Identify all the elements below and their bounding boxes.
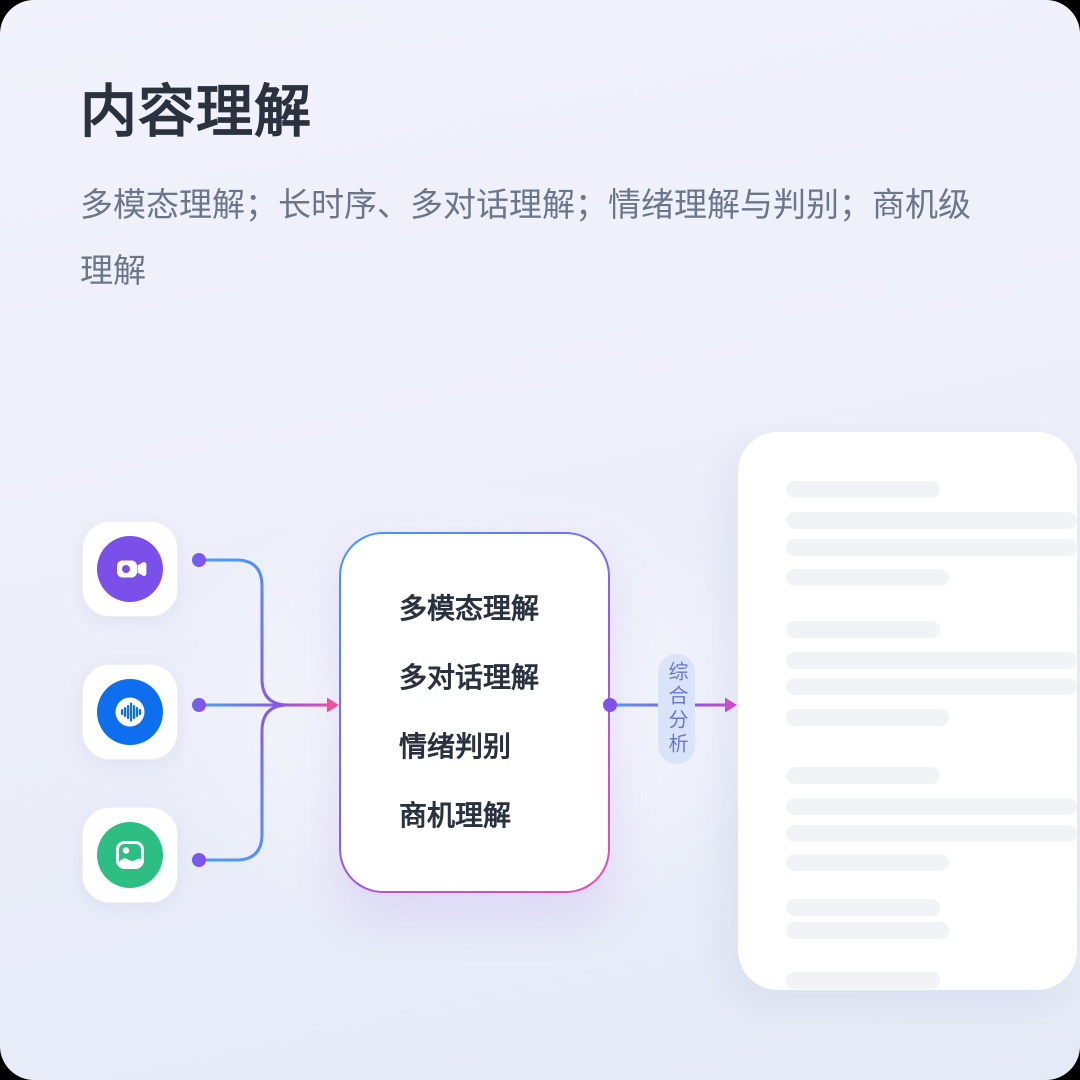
arrowhead-into-document bbox=[725, 697, 737, 713]
skeleton-line bbox=[786, 512, 1077, 529]
skeleton-line bbox=[786, 922, 949, 939]
analysis-pill-label: 综合分析 bbox=[665, 661, 687, 757]
page-title: 内容理解 bbox=[80, 80, 312, 144]
understanding-box-body: 多模态理解 多对话理解 情绪判别 商机理解 bbox=[341, 534, 608, 891]
image-photo-icon bbox=[97, 822, 163, 888]
source-card-image bbox=[82, 807, 178, 903]
skeleton-line bbox=[786, 539, 1077, 556]
box-item-multidialog: 多对话理解 bbox=[399, 662, 540, 693]
arrowhead-into-box bbox=[327, 697, 339, 713]
box-item-emotion: 情绪判别 bbox=[399, 731, 512, 762]
skeleton-line bbox=[786, 767, 940, 784]
node-dot-video bbox=[192, 553, 206, 567]
audio-waveform-icon bbox=[97, 679, 163, 745]
page-subtitle: 多模态理解；长时序、多对话理解；情绪理解与判别；商机级理解 bbox=[80, 186, 971, 289]
skeleton-line bbox=[786, 709, 949, 726]
video-camera-icon bbox=[97, 536, 163, 602]
skeleton-line bbox=[786, 825, 1077, 842]
box-item-multimodal: 多模态理解 bbox=[399, 593, 540, 624]
skeleton-line bbox=[786, 678, 1077, 695]
node-dot-image bbox=[192, 853, 206, 867]
node-dot-audio bbox=[192, 698, 206, 712]
source-card-audio bbox=[82, 664, 178, 760]
source-card-video bbox=[82, 521, 178, 617]
box-item-opportunity: 商机理解 bbox=[399, 800, 512, 831]
skeleton-line bbox=[786, 621, 940, 638]
skeleton-line bbox=[786, 652, 1077, 669]
skeleton-line bbox=[786, 481, 940, 498]
skeleton-line bbox=[786, 972, 940, 989]
skeleton-line bbox=[786, 569, 949, 586]
connector-top bbox=[204, 558, 290, 707]
skeleton-line bbox=[786, 854, 949, 871]
analysis-pill: 综合分析 bbox=[658, 654, 695, 764]
skeleton-line bbox=[786, 899, 940, 916]
document-preview bbox=[738, 432, 1077, 990]
skeleton-line bbox=[786, 798, 1077, 815]
connector-bottom bbox=[204, 703, 290, 862]
understanding-box: 多模态理解 多对话理解 情绪判别 商机理解 bbox=[339, 532, 610, 893]
